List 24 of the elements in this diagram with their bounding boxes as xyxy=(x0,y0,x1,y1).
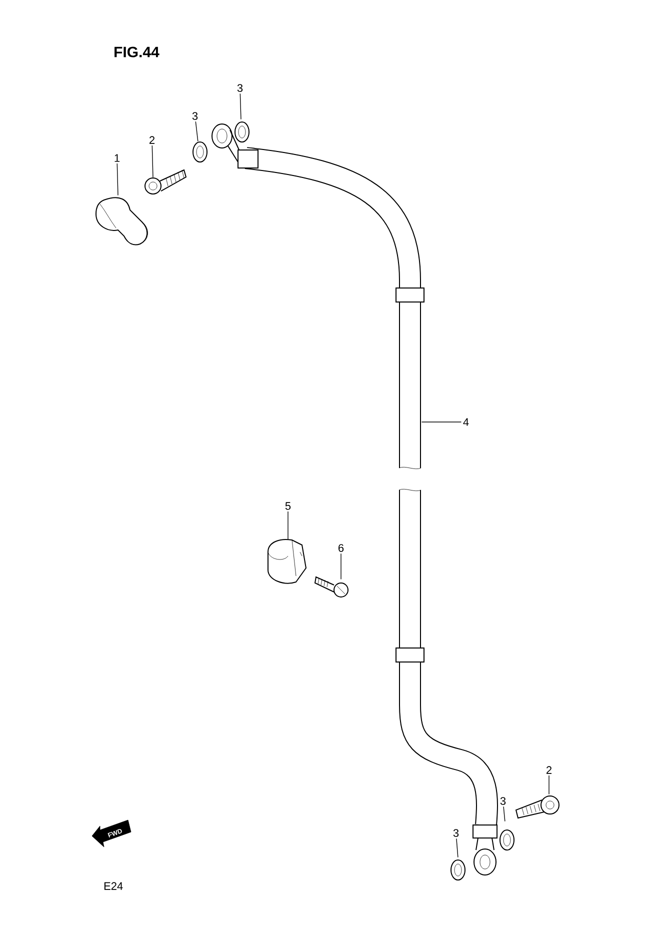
callout-number: 2 xyxy=(546,766,552,774)
leader-line xyxy=(240,93,242,120)
washer-drawing xyxy=(234,122,250,142)
callout-number: 1 xyxy=(114,154,120,162)
figure-title: FIG.44 xyxy=(114,46,160,58)
leader-line xyxy=(456,838,458,858)
brake-hose-drawing xyxy=(238,147,498,838)
leader-line xyxy=(340,553,342,580)
callout-number: 3 xyxy=(500,797,506,805)
callout-number: 3 xyxy=(237,84,243,92)
washer-drawing xyxy=(192,142,208,162)
note-text: E24 xyxy=(104,882,123,890)
banjo-bolt-drawing xyxy=(144,169,187,194)
leader-line xyxy=(116,163,118,196)
callout-number: 2 xyxy=(150,136,154,144)
leader-line xyxy=(548,775,550,795)
leader-line xyxy=(152,145,154,178)
elbow-cover-drawing xyxy=(96,197,148,246)
callout-number: 3 xyxy=(192,112,198,120)
banjo-bolt-drawing xyxy=(515,796,560,819)
leader-line xyxy=(195,121,198,142)
washer-drawing xyxy=(500,830,514,850)
washer-drawing xyxy=(450,860,466,880)
leader-line xyxy=(503,806,506,822)
